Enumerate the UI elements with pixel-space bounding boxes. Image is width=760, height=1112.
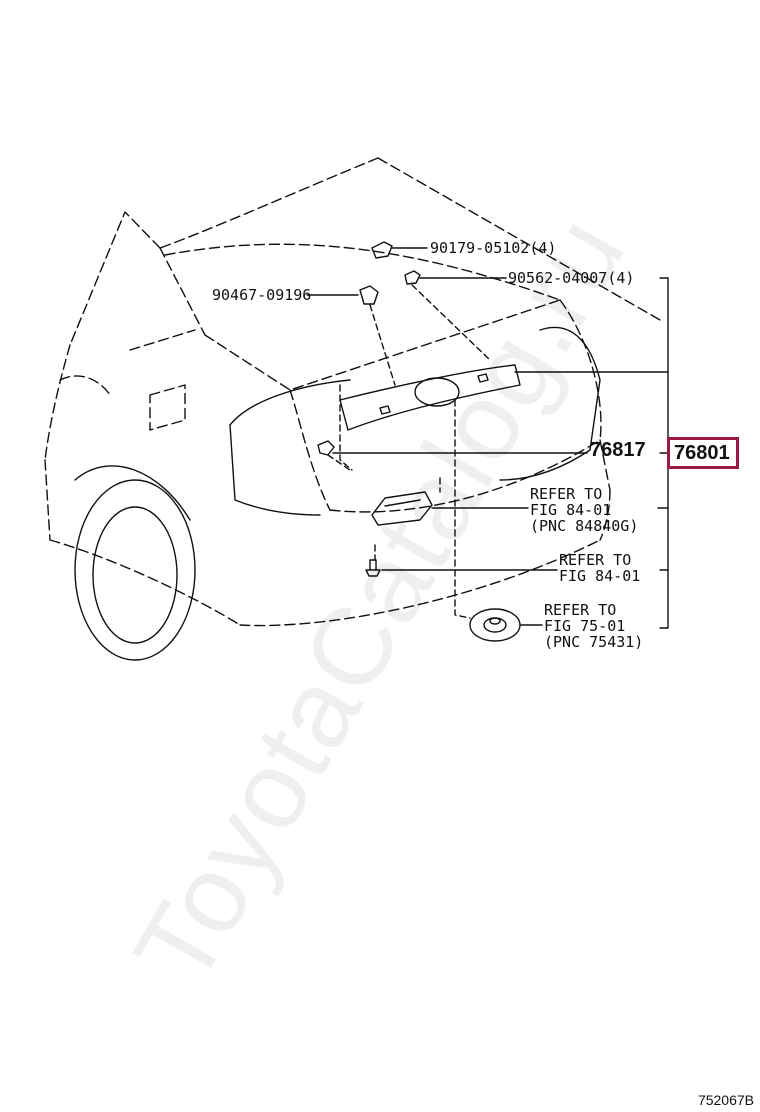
part-label-76801[interactable]: 76801: [674, 442, 730, 464]
part-label-90562-04007[interactable]: 90562-04007(4): [508, 269, 635, 287]
car-body-outline: [44, 157, 661, 627]
clip-icon-2: [359, 285, 379, 305]
figure-code: 752067B: [697, 1092, 754, 1108]
highlighted-part-box[interactable]: 76801: [667, 437, 739, 469]
screw-icon: [317, 440, 335, 456]
ref-84-01-line1: REFER TO: [530, 485, 603, 503]
ref-84-01b-line1: REFER TO: [559, 551, 632, 569]
rear-lamp-outline: [229, 326, 601, 516]
ref-84-01-line3: (PNC 84840G): [530, 517, 639, 535]
emblem-outline: [469, 608, 521, 642]
part-label-90467-09196[interactable]: 90467-09196: [212, 286, 312, 304]
ref-75-01-line3: (PNC 75431): [544, 633, 644, 651]
ref-84-01-line2[interactable]: FIG 84-01: [530, 501, 612, 519]
license-garnish: [339, 364, 521, 431]
part-label-90179-05102[interactable]: 90179-05102(4): [430, 239, 557, 257]
nut-icon: [404, 270, 421, 285]
part-label-76817[interactable]: 76817: [590, 439, 646, 461]
clip-icon: [371, 241, 393, 259]
ref-75-01-line2[interactable]: FIG 75-01: [544, 617, 626, 635]
license-lamp-outline: [371, 491, 433, 526]
ref-75-01-line1: REFER TO: [544, 601, 617, 619]
ref-84-01b-line2[interactable]: FIG 84-01: [559, 567, 641, 585]
bolt-icon: [365, 559, 381, 577]
wheel-outline: [74, 465, 196, 661]
